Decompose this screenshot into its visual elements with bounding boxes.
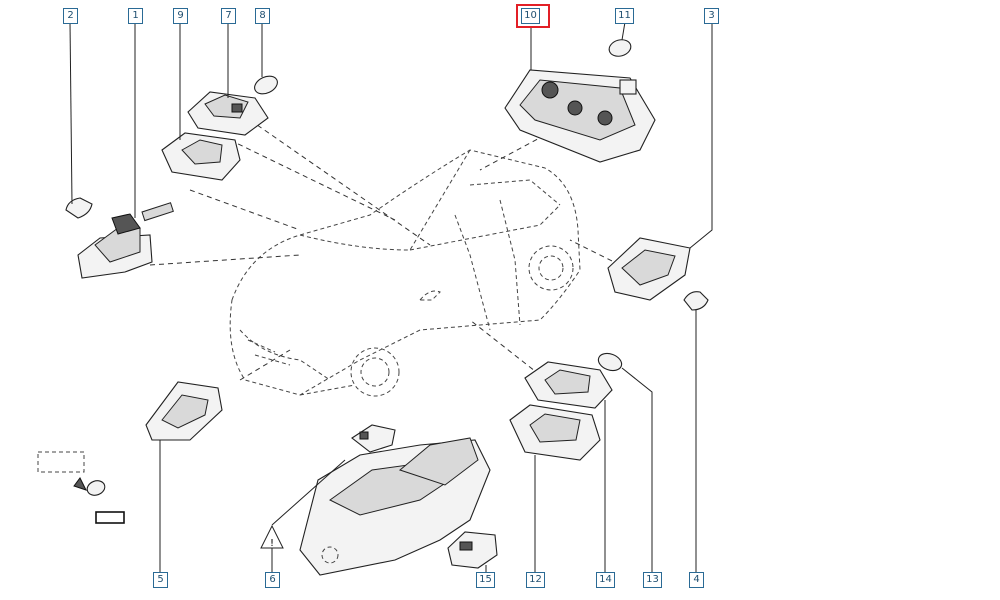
part-7-lamp-unit [187, 22, 269, 136]
callout-11[interactable]: 11 [615, 8, 634, 24]
callout-10[interactable]: 10 [521, 8, 540, 24]
part-9-lens [161, 22, 241, 181]
part-13-bulb [597, 352, 653, 572]
callout-5[interactable]: 5 [153, 572, 168, 588]
part-small-switch [351, 424, 396, 453]
callout-8[interactable]: 8 [255, 8, 270, 24]
callout-9[interactable]: 9 [173, 8, 188, 24]
callout-4[interactable]: 4 [689, 572, 704, 588]
part-12-lens [509, 404, 601, 572]
callout-3[interactable]: 3 [704, 8, 719, 24]
callout-12[interactable]: 12 [526, 572, 545, 588]
callout-7[interactable]: 7 [221, 8, 236, 24]
callout-14[interactable]: 14 [596, 572, 615, 588]
warning-triangle-icon: ! [260, 524, 284, 549]
part-3-lamp-unit [607, 22, 713, 301]
part-11-bulb [608, 21, 632, 57]
part-4-bulb [683, 291, 709, 572]
svg-text:!: ! [270, 538, 274, 549]
loose-bulb-assembly [37, 451, 125, 524]
connector-lines [149, 119, 621, 381]
highlight-box-10 [516, 4, 550, 28]
callout-2[interactable]: 2 [63, 8, 78, 24]
part-1-lamp-socket [77, 22, 174, 279]
part-5-lamp-unit [145, 381, 223, 572]
part-15-switch [447, 531, 498, 572]
callout-6[interactable]: 6 [265, 572, 280, 588]
part-2-bulb [65, 21, 93, 219]
callout-15[interactable]: 15 [476, 572, 495, 588]
callout-13[interactable]: 13 [643, 572, 662, 588]
callout-1[interactable]: 1 [128, 8, 143, 24]
car-outline [229, 149, 581, 397]
part-8-bulb [254, 22, 278, 95]
part-14-lamp-unit [524, 361, 613, 572]
part-10-overhead-console [504, 26, 656, 163]
part-6-center-console [271, 437, 491, 576]
